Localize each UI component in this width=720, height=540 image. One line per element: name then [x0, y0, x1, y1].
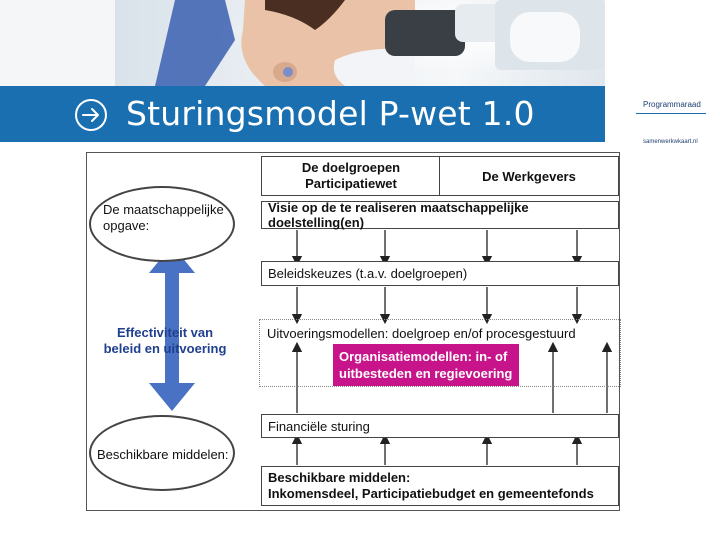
effectiviteit-label: Effectiviteit van beleid en uitvoering — [103, 325, 227, 356]
arrow-right-circle-icon — [75, 99, 107, 131]
doelgroepen-box: De doelgroepen Participatiewet — [261, 156, 441, 196]
uitvoering-box: Uitvoeringsmodellen: doelgroep en/of pro… — [267, 325, 576, 341]
header-photo — [115, 0, 605, 86]
werkgevers-box: De Werkgevers — [439, 156, 619, 196]
beleid-box: Beleidskeuzes (t.a.v. doelgroepen) — [261, 261, 619, 286]
brand-divider — [636, 113, 706, 114]
diagram-frame: De doelgroepen Participatiewet De Werkge… — [86, 152, 621, 511]
brand-url: samenwerkwkaart.nl — [643, 139, 698, 145]
financiele-box: Financiële sturing — [261, 414, 619, 438]
header-photo-left — [0, 0, 115, 86]
title-band — [0, 86, 605, 142]
brand-name: Programmaraad — [643, 100, 701, 109]
maatschappelijke-opgave-ellipse: De maatschappelijke opgave: — [89, 186, 235, 262]
organisatie-box: Organisatiemodellen: in- of uitbesteden … — [333, 344, 519, 386]
beschikbare-middelen-ellipse: Beschikbare middelen: — [89, 415, 235, 491]
beschikbare-middelen-label: Beschikbare middelen: — [97, 447, 229, 462]
page-title: Sturingsmodel P-wet 1.0 — [126, 94, 535, 133]
uitvoering-group — [259, 319, 621, 387]
middelen-box: Beschikbare middelen: Inkomensdeel, Part… — [261, 466, 619, 506]
visie-box: Visie op de te realiseren maatschappelij… — [261, 200, 619, 230]
maatschappelijke-opgave-label: De maatschappelijke opgave: — [103, 202, 224, 233]
